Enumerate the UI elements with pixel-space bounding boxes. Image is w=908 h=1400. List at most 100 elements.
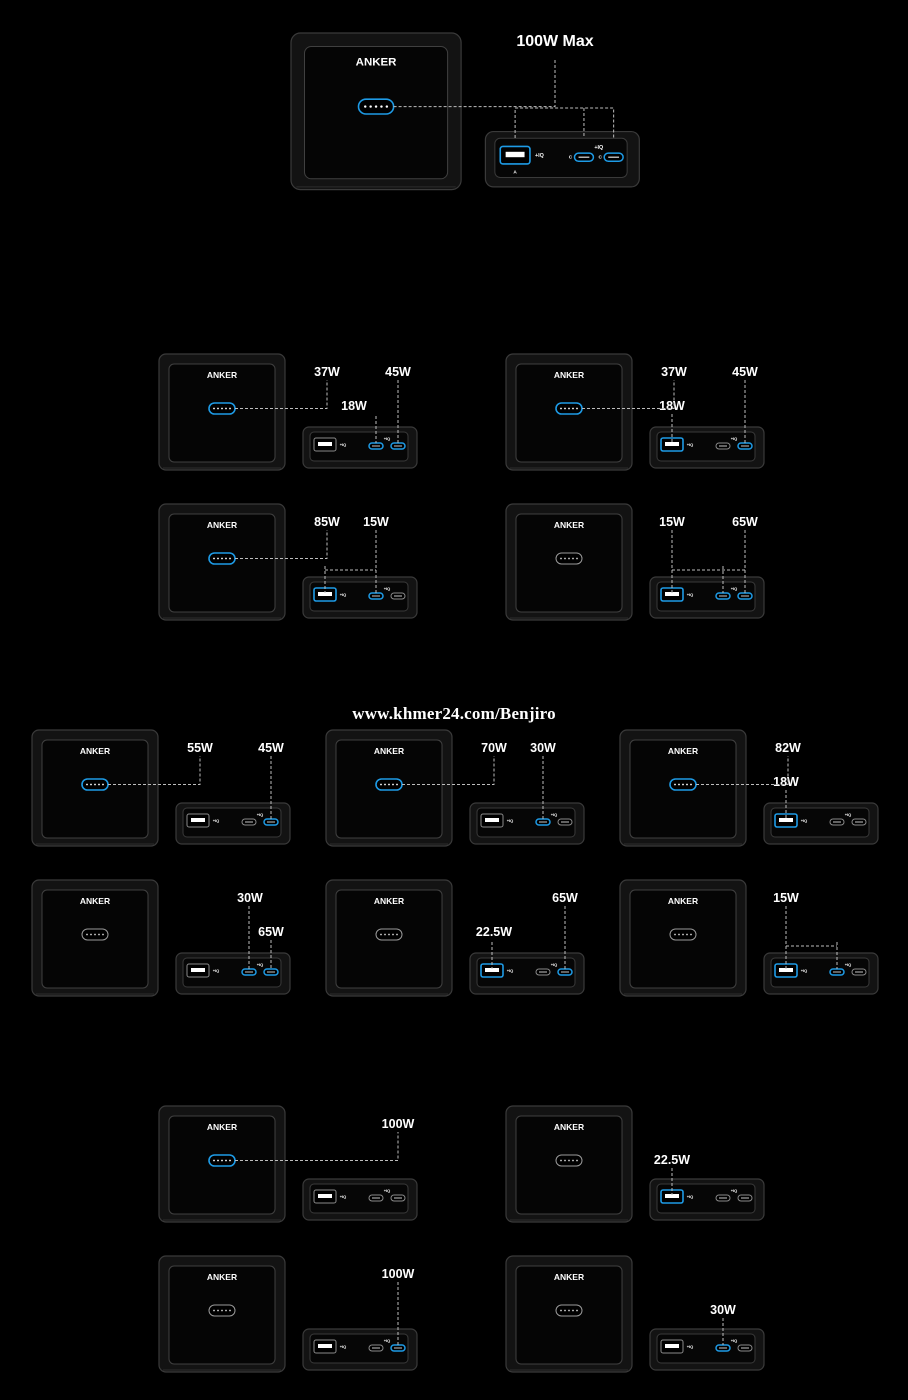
connector-line	[393, 58, 556, 108]
power-label: 22.5W	[476, 925, 512, 939]
usb-a-tongue	[191, 968, 205, 972]
display-dot	[221, 1159, 223, 1162]
power-label: 37W	[314, 365, 340, 379]
iq-mark: +IQ	[687, 1344, 694, 1349]
display-dot	[385, 105, 389, 108]
display-dot	[380, 933, 382, 936]
connector-line	[235, 1132, 399, 1161]
iq-mark: +IQ	[257, 812, 264, 817]
power-label: 18W	[341, 399, 367, 413]
iq-mark: +IQ	[845, 962, 852, 967]
display-dot	[90, 933, 92, 936]
display-dot	[564, 407, 566, 410]
display-dot	[86, 933, 88, 936]
display-dot	[217, 1159, 219, 1162]
display-dot	[217, 557, 219, 560]
iq-mark: +IQ	[340, 592, 347, 597]
iq-mark: +IQ	[731, 1338, 738, 1343]
iq-mark: +IQ	[384, 436, 391, 441]
display-dot	[560, 1309, 562, 1312]
display-dot	[690, 783, 692, 786]
usb-a-tongue	[191, 818, 205, 822]
display-dot	[369, 105, 372, 108]
display-dot	[686, 783, 688, 786]
display-dot	[225, 557, 227, 560]
iq-mark: +IQ	[340, 442, 347, 447]
display-dot	[576, 1159, 578, 1162]
watermark-text: www.khmer24.com/Benjiro	[352, 704, 556, 723]
brand-logo: ANKER	[207, 520, 237, 530]
display-dot	[229, 557, 231, 560]
connector-line	[235, 380, 328, 409]
brand-logo: ANKER	[554, 370, 584, 380]
display-dot	[217, 1309, 219, 1312]
display-dot	[572, 407, 574, 410]
brand-logo: ANKER	[554, 520, 584, 530]
port-letter-c1: C	[569, 155, 573, 161]
display-dot	[221, 557, 223, 560]
display-dot	[396, 933, 398, 936]
iq-mark: +IQ	[384, 1338, 391, 1343]
display-dot	[576, 1309, 578, 1312]
display-dot	[560, 1159, 562, 1162]
display-dot	[94, 783, 96, 786]
power-label: 70W	[481, 741, 507, 755]
usb-a-tongue	[485, 968, 499, 972]
usb-a-tongue	[318, 1344, 332, 1348]
display-dot	[213, 1159, 215, 1162]
power-label: 15W	[773, 891, 799, 905]
iq-mark: +IQ	[257, 962, 264, 967]
usb-a-tongue	[505, 151, 525, 158]
display-dot	[568, 1159, 570, 1162]
display-dot	[225, 1159, 227, 1162]
power-label: 55W	[187, 741, 213, 755]
iq-mark: +IQ	[687, 592, 694, 597]
display-dot	[572, 1309, 574, 1312]
display-dot	[90, 783, 92, 786]
iq-mark: +IQ	[340, 1194, 347, 1199]
power-label: 85W	[314, 515, 340, 529]
display-dot	[102, 783, 104, 786]
iq-mark: +IQ	[213, 818, 220, 823]
power-label: 100W	[382, 1117, 415, 1131]
power-label: 65W	[732, 515, 758, 529]
display-dot	[392, 933, 394, 936]
display-dot	[564, 1159, 566, 1162]
iq-mark: +IQ	[687, 1194, 694, 1199]
display-dot	[568, 407, 570, 410]
display-dot	[388, 783, 390, 786]
display-dot	[682, 933, 684, 936]
display-dot	[396, 783, 398, 786]
brand-logo: ANKER	[80, 746, 110, 756]
display-dot	[560, 407, 562, 410]
brand-logo: ANKER	[356, 56, 397, 68]
connector-line	[402, 756, 495, 785]
display-dot	[221, 407, 223, 410]
iq-mark: +IQ	[535, 153, 544, 159]
brand-logo: ANKER	[374, 896, 404, 906]
brand-logo: ANKER	[554, 1272, 584, 1282]
display-dot	[674, 933, 676, 936]
connector-line	[582, 380, 675, 409]
display-dot	[572, 1159, 574, 1162]
display-dot	[213, 407, 215, 410]
iq-mark: +IQ	[384, 1188, 391, 1193]
power-label: 30W	[710, 1303, 736, 1317]
brand-logo: ANKER	[668, 896, 698, 906]
display-dot	[572, 557, 574, 560]
display-dot	[380, 105, 383, 108]
display-dot	[568, 1309, 570, 1312]
iq-mark: +IQ	[507, 968, 514, 973]
iq-mark: +IQ	[801, 968, 808, 973]
display-dot	[388, 933, 390, 936]
brand-logo: ANKER	[374, 746, 404, 756]
